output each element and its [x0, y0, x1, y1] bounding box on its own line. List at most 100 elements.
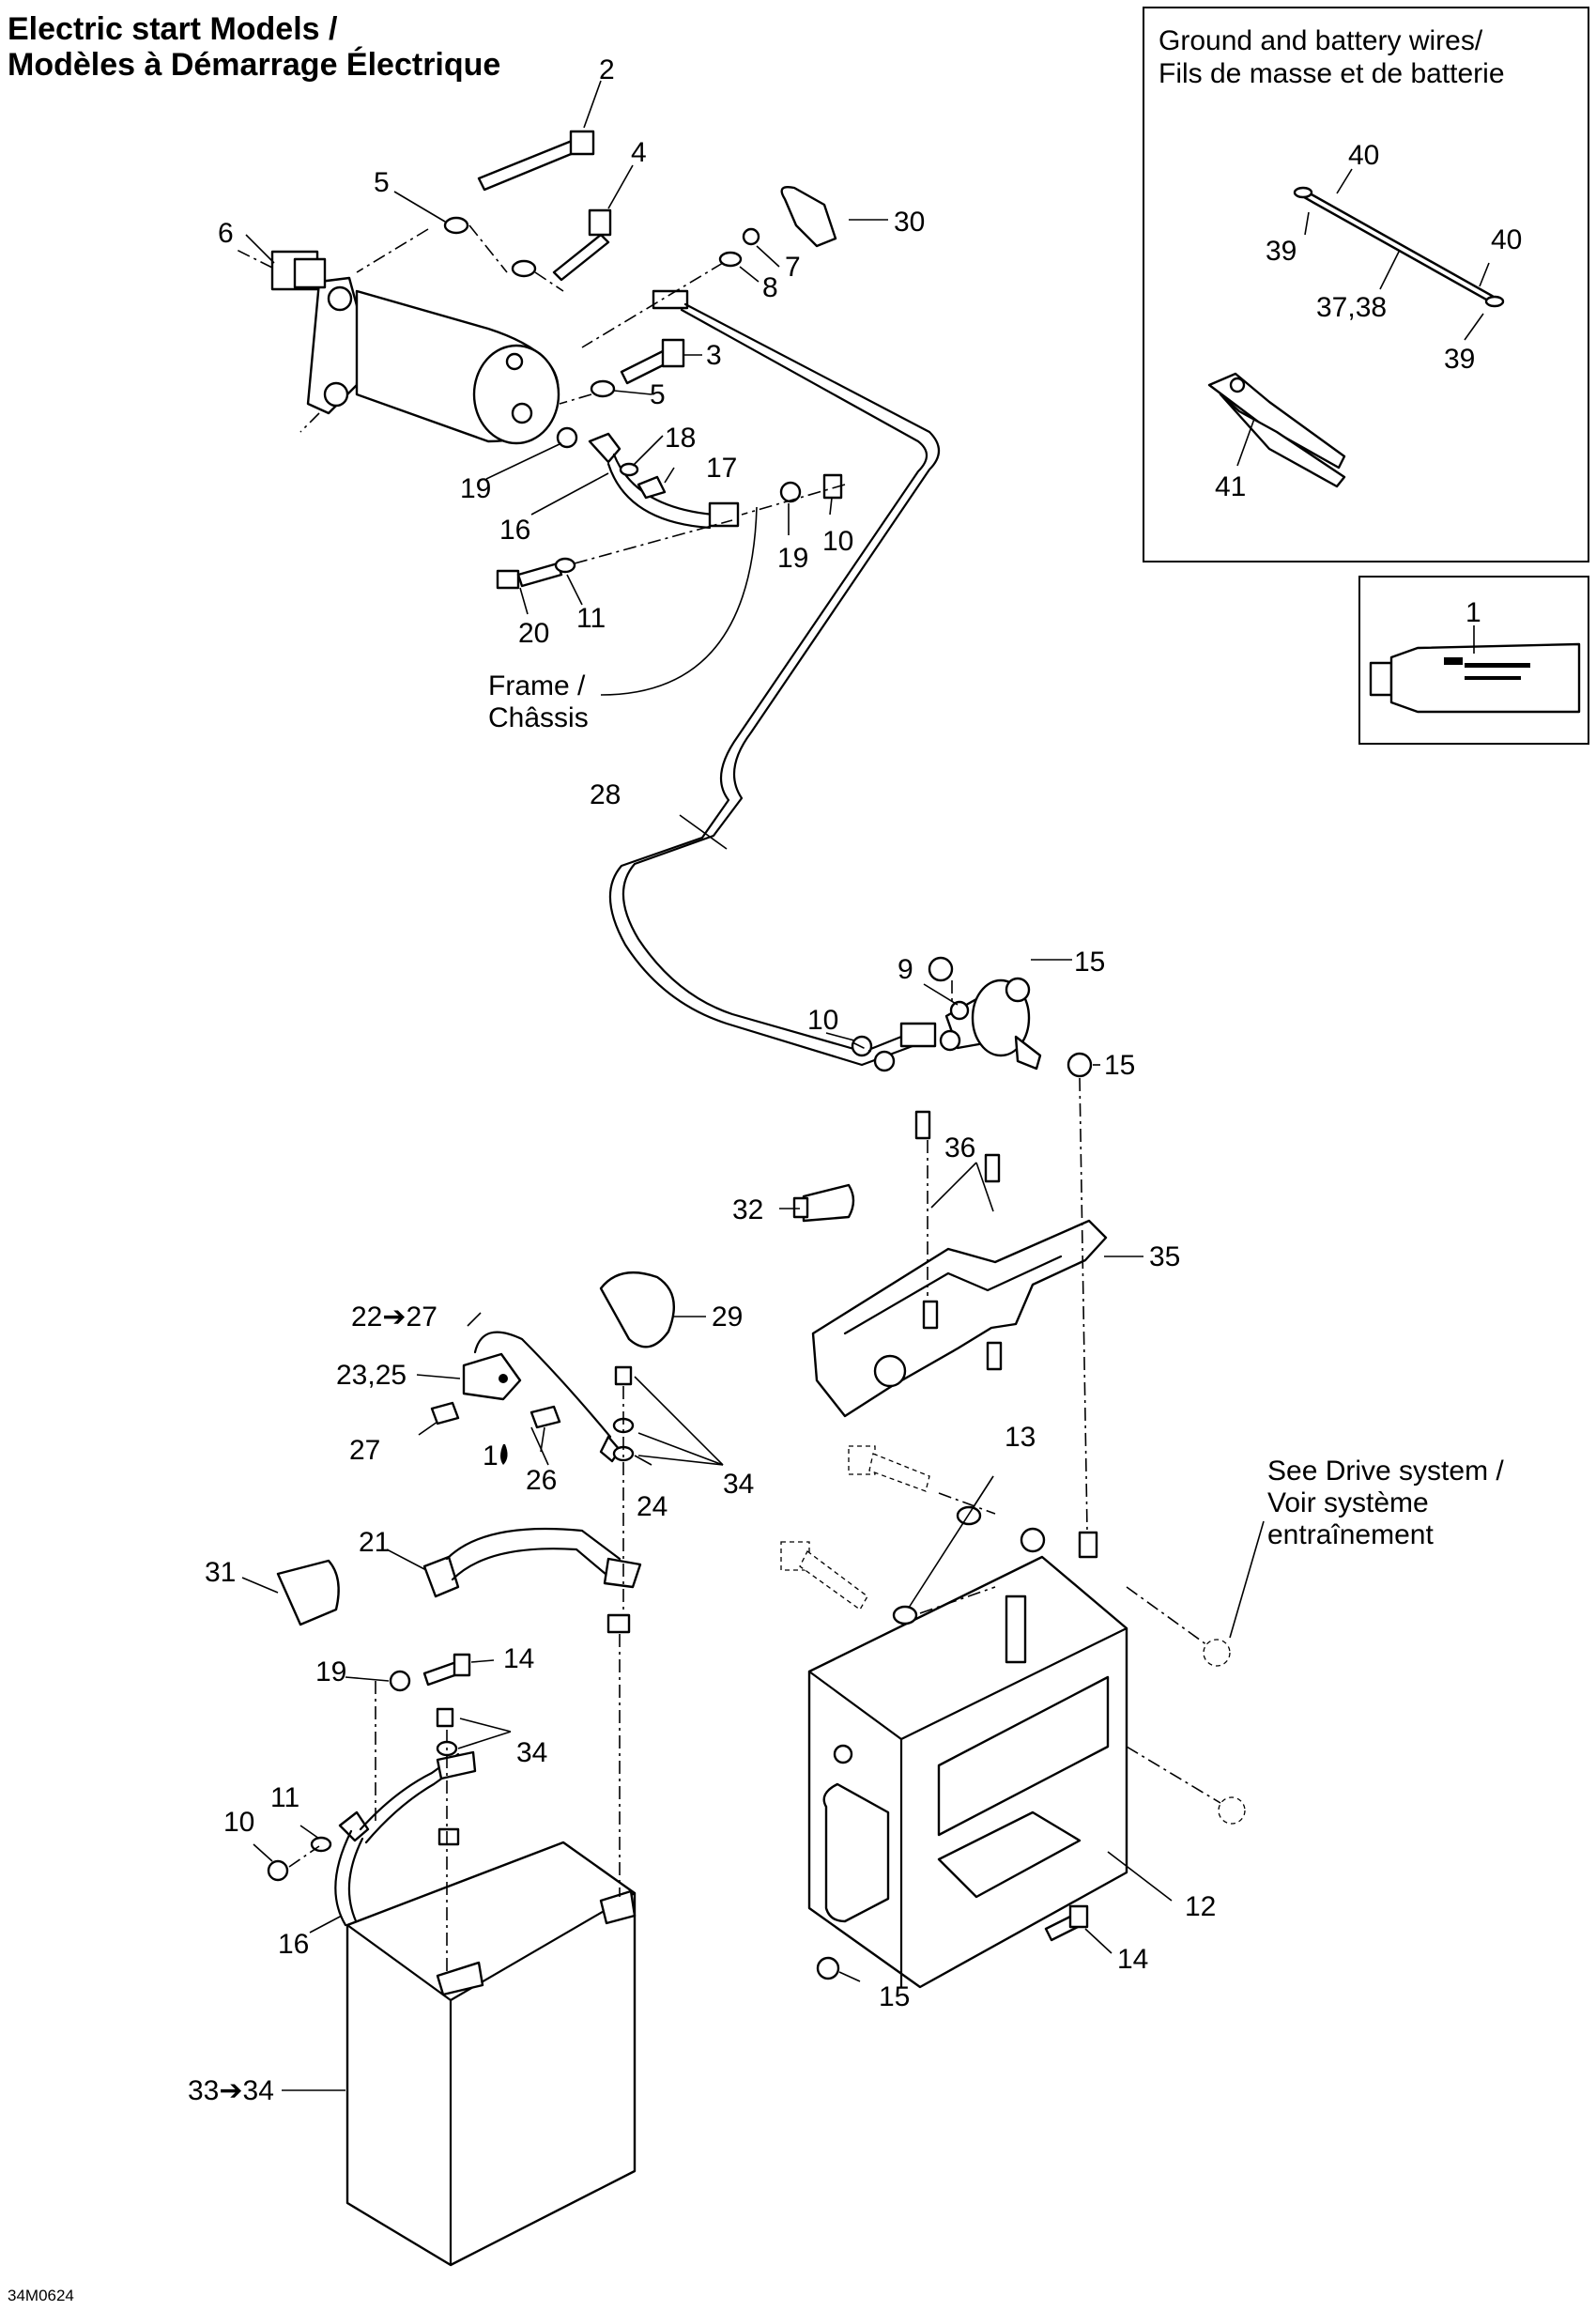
callouts: 2 5 4 6 30 7 8 3 5 18 17 19 16 19 10 20 … [188, 54, 1216, 2106]
nut-15c [1067, 1052, 1093, 1078]
ghost-nut-b [1218, 1796, 1246, 1825]
callout-9: 9 [898, 954, 913, 985]
callout-31: 31 [205, 1557, 236, 1588]
callout-28: 28 [590, 779, 621, 810]
nut-10c [873, 1050, 896, 1072]
washer-13a [956, 1505, 982, 1526]
inset-ground-battery-wires: Ground and battery wires/ Fils de masse … [1143, 7, 1589, 562]
note-frame-line-2: Châssis [488, 702, 589, 733]
bolt-4 [552, 208, 612, 282]
inset-callout-39b: 39 [1444, 344, 1475, 375]
callout-10c: 10 [223, 1807, 254, 1838]
callout-5a: 5 [374, 167, 390, 198]
callout-26: 26 [526, 1465, 557, 1496]
star-washer-19c [389, 1670, 411, 1692]
callout-2: 2 [599, 54, 615, 85]
starter-motor [234, 248, 560, 445]
battery [345, 1841, 637, 2267]
callout-15c: 15 [879, 1981, 910, 2012]
ground-wire [1293, 186, 1505, 308]
washer-18 [619, 462, 639, 477]
inset-title-line-2: Fils de masse et de batterie [1159, 58, 1505, 89]
callout-11b: 11 [270, 1782, 299, 1813]
nut-10 [822, 473, 843, 500]
callout-19b: 19 [777, 543, 808, 574]
note-drive-line-2: Voir système [1267, 1487, 1429, 1518]
callout-20: 20 [518, 618, 549, 649]
callout-29: 29 [712, 1302, 743, 1333]
callout-36: 36 [944, 1132, 975, 1163]
callout-24: 24 [637, 1491, 668, 1522]
callout-27: 27 [349, 1435, 380, 1466]
washer-5 [443, 216, 469, 235]
callout-16a: 16 [499, 515, 530, 546]
callout-5b: 5 [650, 379, 666, 410]
title-line-2: Modèles à Démarrage Électrique [8, 47, 500, 83]
callout-34a: 34 [723, 1469, 754, 1500]
ghost-bolt-lower [780, 1541, 868, 1610]
inset-callout-1: 1 [1466, 597, 1481, 628]
grease-drop-icon [500, 1444, 508, 1465]
leader-lines [241, 80, 1265, 2091]
callout-30: 30 [894, 207, 925, 238]
ghost-bolt-upper [848, 1445, 930, 1492]
drawing-code: 34M0624 [8, 2287, 74, 2304]
callout-18: 18 [665, 423, 696, 454]
bolt-20 [496, 562, 563, 590]
title-line-1: Electric start Models / [8, 11, 338, 47]
inset-callout-41: 41 [1215, 471, 1246, 502]
fuse-holder [430, 1331, 622, 1465]
washer-5b [511, 259, 537, 278]
washer-5c [590, 379, 616, 398]
inset-callout-39a: 39 [1266, 236, 1297, 267]
bolt-34b [436, 1707, 454, 1728]
washer-8 [718, 251, 743, 268]
boot-29 [599, 1271, 675, 1348]
inset-compound-tube: 1 [1358, 576, 1589, 745]
cable-21 [422, 1527, 642, 1598]
inset-callout-40a: 40 [1348, 140, 1379, 171]
callout-34b: 34 [516, 1737, 547, 1768]
compound-tube-icon [1369, 642, 1581, 714]
callout-33-34: 33➔34 [188, 2075, 274, 2106]
callout-19a: 19 [460, 473, 491, 504]
inset-frame [1143, 7, 1589, 562]
callout-7: 7 [785, 252, 801, 283]
callout-21: 21 [359, 1527, 390, 1558]
callout-15b: 15 [1104, 1050, 1135, 1081]
nut-plate-34b [437, 1827, 460, 1846]
ghost-nut-a [1203, 1639, 1231, 1667]
star-washer-19 [556, 426, 578, 449]
star-washer-19b [779, 481, 802, 503]
note-drive-line-3: entraînement [1267, 1519, 1434, 1550]
assembly-lines [288, 224, 1221, 1972]
callout-10b: 10 [807, 1005, 838, 1036]
callout-6: 6 [218, 218, 234, 249]
callout-17: 17 [706, 453, 737, 484]
callout-4: 4 [631, 137, 647, 168]
boot-31 [276, 1559, 340, 1626]
bolt-14b [1044, 1904, 1089, 1942]
boot-30 [780, 186, 837, 248]
positive-cable-28 [608, 289, 941, 1067]
callout-3: 3 [706, 340, 722, 371]
nut-15b [1005, 977, 1031, 1003]
callout-13: 13 [1005, 1422, 1036, 1453]
battery-holder-35 [811, 1110, 1108, 1418]
bolt-17 [637, 475, 667, 500]
nut-15a [928, 956, 954, 982]
callout-12: 12 [1185, 1891, 1216, 1922]
inset-callout-37-38: 37,38 [1316, 292, 1387, 323]
note-frame-line-1: Frame / [488, 670, 586, 701]
crimping-tool [1207, 372, 1346, 488]
callout-16b: 16 [278, 1929, 309, 1960]
callout-14a: 14 [503, 1643, 534, 1674]
callout-11a: 11 [576, 603, 606, 634]
bolt-3 [620, 338, 685, 385]
callout-22-27: 22➔27 [351, 1302, 437, 1333]
nut-7 [742, 227, 760, 246]
callout-15a: 15 [1074, 947, 1105, 978]
boot-32 [792, 1183, 855, 1223]
nut-10b [851, 1035, 873, 1057]
note-drive-line-1: See Drive system / [1267, 1456, 1504, 1487]
